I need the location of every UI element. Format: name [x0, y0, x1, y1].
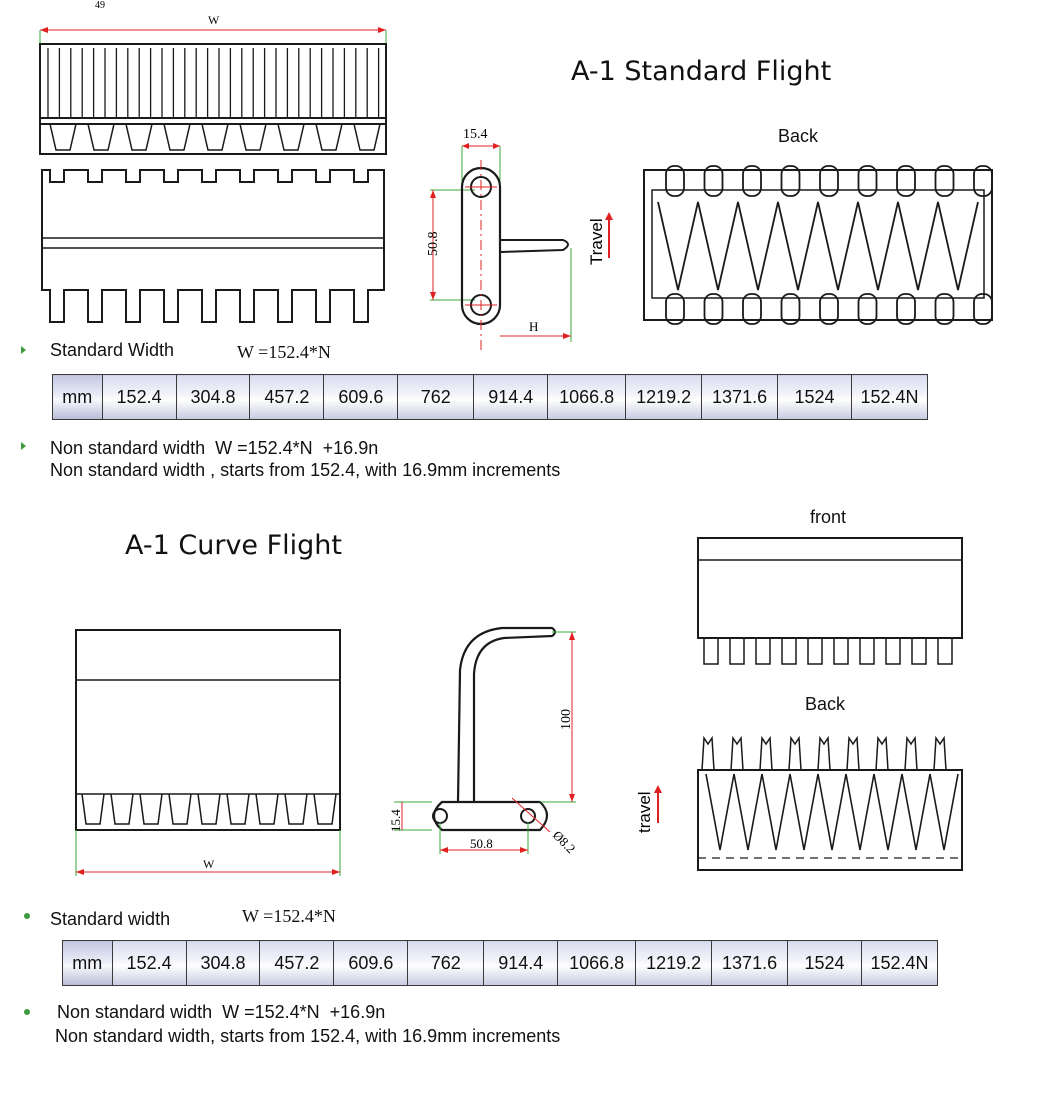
dim-height-100: 100: [559, 709, 574, 730]
section-title-standard-flight: A-1 Standard Flight: [571, 56, 832, 87]
standard-flight-plan-drawing: 49 W: [39, 0, 387, 323]
curve-non-standard-formula: W =152.4*N +16.9n: [222, 1002, 386, 1022]
dim-width-15-4: 15.4: [463, 127, 488, 142]
curve-front-label: front: [810, 507, 847, 527]
table-cell: 152.4: [111, 940, 187, 986]
table-cell: 609.6: [333, 940, 409, 986]
non-standard-note: Non standard width , starts from 152.4, …: [50, 460, 561, 480]
table-cell: 762: [407, 940, 485, 986]
standard-width-label: Standard Width: [50, 340, 175, 360]
table-cell: 304.8: [175, 374, 251, 420]
curve-flight-profile-drawing: 100 15.4 50.8 Ø8.2: [388, 626, 579, 857]
curve-back-label: Back: [805, 694, 846, 714]
standard-flight-back-drawing: [643, 165, 993, 325]
non-standard-formula: W =152.4*N +16.9n: [215, 438, 379, 458]
curve-flight-plan-drawing: W: [75, 629, 341, 876]
dim-base: 50.8: [470, 836, 493, 851]
non-standard-width-label: Non standard width: [50, 438, 206, 458]
table-cell: 609.6: [323, 374, 399, 420]
table-cell: 1371.6: [701, 374, 779, 420]
bullet-3: [24, 913, 30, 919]
table-cell: 457.2: [249, 374, 325, 420]
dim-w-top: W: [208, 13, 220, 27]
dim-w-bottom: W: [203, 857, 215, 871]
table-cell: mm: [52, 374, 103, 420]
curve-width-table: mm 152.4 304.8 457.2 609.6 762 914.4 106…: [62, 940, 939, 986]
dim-h: H: [529, 319, 538, 334]
dim-height-50-8: 50.8: [426, 232, 441, 257]
bullet-1: [21, 346, 26, 354]
standard-flight-section-drawing: 15.4 50.8 H: [426, 127, 572, 350]
curve-non-standard-width-label: Non standard width: [57, 1002, 213, 1022]
curve-standard-width-label: Standard width: [50, 909, 171, 929]
table-row: mm 152.4 304.8 457.2 609.6 762 914.4 106…: [62, 940, 939, 986]
table-cell: 152.4N: [850, 374, 929, 420]
curve-flight-front-drawing: [697, 537, 963, 665]
bullet-4: [24, 1009, 30, 1015]
travel-arrow: Travel: [587, 212, 613, 265]
dim-thickness: 15.4: [388, 809, 403, 832]
dim-top-extra: 49: [95, 0, 105, 11]
curve-standard-width-formula: W =152.4*N: [242, 906, 336, 926]
table-cell: mm: [62, 940, 113, 986]
curve-non-standard-note: Non standard width, starts from 152.4, w…: [55, 1026, 561, 1046]
non-standard-label: Non standard width W =152.4*N +16.9n: [50, 438, 378, 459]
table-cell: 1524: [787, 940, 862, 986]
table-cell: 152.4N: [860, 940, 939, 986]
table-cell: 457.2: [259, 940, 335, 986]
travel-label: Travel: [587, 218, 606, 265]
table-cell: 1066.8: [547, 374, 627, 420]
standard-back-label: Back: [778, 126, 819, 146]
table-cell: 914.4: [473, 374, 549, 420]
table-cell: 1219.2: [635, 940, 713, 986]
standard-width-formula: W =152.4*N: [237, 342, 331, 362]
dim-hole: Ø8.2: [550, 828, 579, 857]
table-cell: 762: [397, 374, 475, 420]
table-cell: 1524: [777, 374, 852, 420]
bullet-2: [21, 442, 26, 450]
table-cell: 1371.6: [711, 940, 789, 986]
table-cell: 1219.2: [625, 374, 703, 420]
curve-flight-back-drawing: [697, 735, 963, 871]
table-cell: 914.4: [483, 940, 559, 986]
curve-non-standard-label: Non standard width W =152.4*N +16.9n: [57, 1002, 385, 1023]
table-cell: 152.4: [101, 374, 177, 420]
table-cell: 304.8: [185, 940, 261, 986]
standard-width-table: mm 152.4 304.8 457.2 609.6 762 914.4 106…: [52, 374, 929, 420]
travel-arrow-curve: travel: [635, 785, 662, 833]
section-title-curve-flight: A-1 Curve Flight: [125, 530, 342, 561]
table-cell: 1066.8: [557, 940, 637, 986]
table-row: mm 152.4 304.8 457.2 609.6 762 914.4 106…: [52, 374, 929, 420]
travel-label-curve: travel: [635, 791, 654, 833]
